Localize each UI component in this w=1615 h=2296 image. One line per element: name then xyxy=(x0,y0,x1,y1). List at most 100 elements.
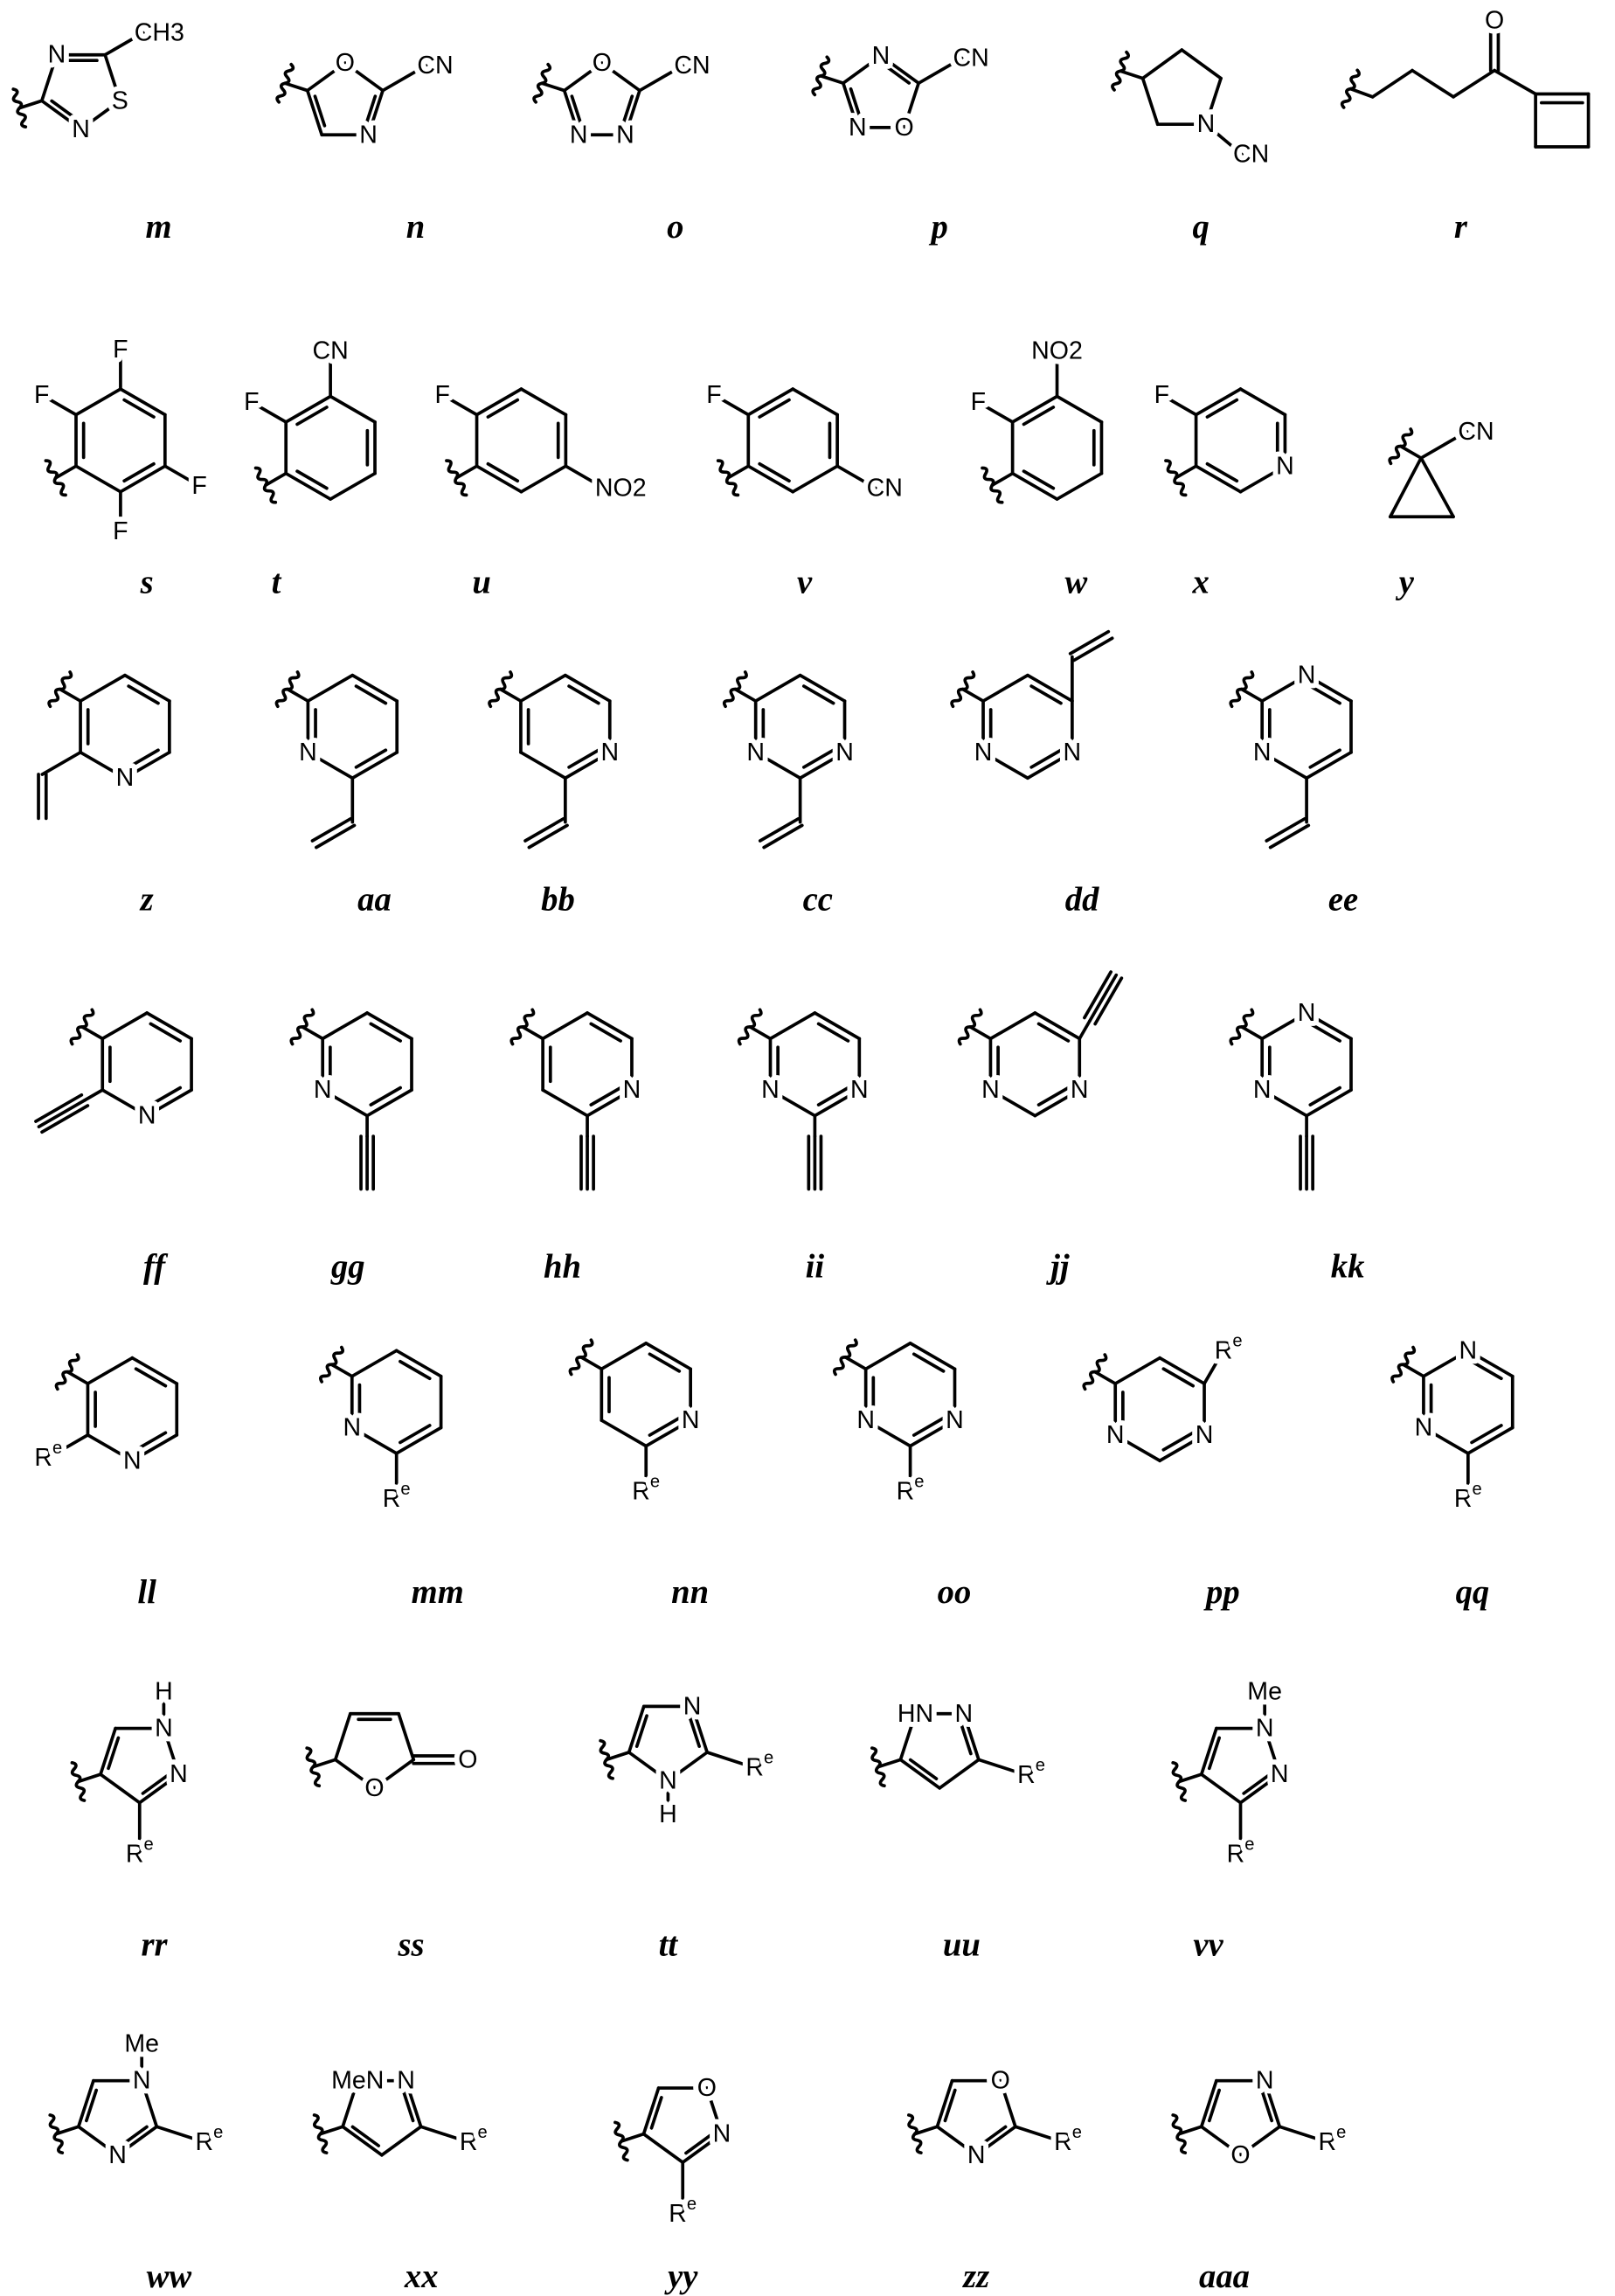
atom-label: S xyxy=(112,87,128,114)
wavy-attachment-icon xyxy=(959,1009,981,1044)
atom-label: MeN xyxy=(331,2067,384,2095)
atom-label: N xyxy=(155,1715,173,1743)
atom-label: Me xyxy=(1247,1678,1282,1706)
atom-label: N xyxy=(981,1076,1000,1104)
compound-label: v xyxy=(797,565,813,601)
bond xyxy=(42,1106,87,1132)
bond xyxy=(1031,686,1061,704)
atom-label: Re xyxy=(34,1439,62,1472)
wavy-attachment-icon xyxy=(321,1348,343,1382)
structure-zz: ReONzz xyxy=(909,2067,1082,2295)
atom-label: Re xyxy=(669,2195,697,2228)
structure-mm: ReNmm xyxy=(321,1348,464,1612)
wavy-attachment-icon xyxy=(982,468,1002,502)
compound-label: tt xyxy=(659,1926,679,1963)
bond xyxy=(1024,471,1054,489)
compound-label: gg xyxy=(330,1248,365,1285)
bond xyxy=(456,466,476,477)
wavy-attachment-icon xyxy=(718,461,738,495)
bond xyxy=(1421,458,1453,517)
bond xyxy=(400,1425,430,1443)
bond xyxy=(521,389,565,414)
bond xyxy=(322,1013,367,1038)
atom-label: N xyxy=(835,739,854,766)
bond xyxy=(1242,690,1262,701)
bond xyxy=(332,1364,352,1376)
bond xyxy=(1202,1774,1241,1802)
wavy-attachment-icon xyxy=(276,672,298,706)
structure-t: CNFt xyxy=(244,336,375,600)
atom-label: N xyxy=(133,2067,151,2095)
structure-tt: HReNNtt xyxy=(600,1692,773,1963)
bond xyxy=(102,1013,147,1038)
structure-ii: NNii xyxy=(739,1009,869,1285)
atom-label: N xyxy=(955,1700,974,1728)
atom-label: HN xyxy=(898,1700,933,1728)
atom-label: O xyxy=(364,1774,384,1802)
atom-label: N xyxy=(713,2120,731,2148)
structure-xx: ReMeNNxx xyxy=(315,2067,488,2295)
bond xyxy=(1242,1027,1262,1038)
structure-ww: MeReNNww xyxy=(50,2030,223,2295)
structure-nn: ReNnn xyxy=(570,1340,709,1611)
bond xyxy=(488,464,517,482)
compound-label: w xyxy=(1064,565,1087,601)
compound-label: nn xyxy=(671,1574,709,1611)
atom-label: N xyxy=(1256,1715,1274,1743)
atom-label: O xyxy=(895,114,914,142)
compound-label: u xyxy=(472,565,490,601)
bond xyxy=(399,1714,413,1760)
bond xyxy=(793,466,837,491)
bond xyxy=(1039,1088,1069,1106)
compound-label: z xyxy=(139,881,154,918)
compound-label: jj xyxy=(1045,1248,1070,1285)
atom-label: Re xyxy=(1454,1480,1482,1513)
bond xyxy=(793,389,837,414)
bond xyxy=(982,405,1013,422)
bond xyxy=(756,676,801,701)
bond xyxy=(581,1357,601,1369)
structure-o: CNONNo xyxy=(534,49,710,246)
bond xyxy=(1085,972,1111,1017)
atom-label: N xyxy=(659,1766,677,1794)
bond xyxy=(124,400,154,418)
wavy-attachment-icon xyxy=(256,468,276,502)
bond xyxy=(60,690,80,701)
atom-label: F xyxy=(435,381,450,409)
bond xyxy=(717,397,748,414)
atom-label: F xyxy=(113,336,128,364)
atom-label: CN xyxy=(674,52,710,80)
wavy-attachment-icon xyxy=(489,672,511,706)
bond xyxy=(336,1714,350,1760)
atom-label: F xyxy=(34,381,49,409)
atom-label: Re xyxy=(745,1749,773,1782)
wavy-attachment-icon xyxy=(57,1355,79,1389)
bond xyxy=(750,1027,770,1038)
structure-p: CNNONp xyxy=(813,42,989,246)
bond xyxy=(1404,1364,1424,1376)
bond xyxy=(819,1023,849,1041)
atom-label: Re xyxy=(126,1835,154,1868)
atom-label: NO2 xyxy=(595,474,647,502)
bond xyxy=(914,1354,944,1371)
bond xyxy=(1373,71,1412,97)
structure-vv: MeReNNvv xyxy=(1173,1678,1288,1964)
atom-label: O xyxy=(336,49,355,77)
compound-label: aaa xyxy=(1199,2258,1250,2295)
bond xyxy=(542,83,565,90)
bond xyxy=(1095,1372,1115,1384)
bond xyxy=(330,397,375,422)
wavy-attachment-icon xyxy=(739,1009,761,1044)
structure-pp: ReNNpp xyxy=(1084,1331,1242,1611)
wavy-attachment-icon xyxy=(534,65,550,102)
bond xyxy=(297,471,327,489)
structure-q: CNNq xyxy=(1112,50,1269,246)
atom-label: Re xyxy=(1215,1331,1243,1364)
bond xyxy=(124,464,154,482)
bond xyxy=(1453,71,1494,97)
bond xyxy=(357,686,386,704)
atom-label: Re xyxy=(1227,1835,1255,1868)
bond xyxy=(302,1027,322,1038)
atom-label: CN xyxy=(417,52,453,80)
atom-label: N xyxy=(1298,662,1316,690)
